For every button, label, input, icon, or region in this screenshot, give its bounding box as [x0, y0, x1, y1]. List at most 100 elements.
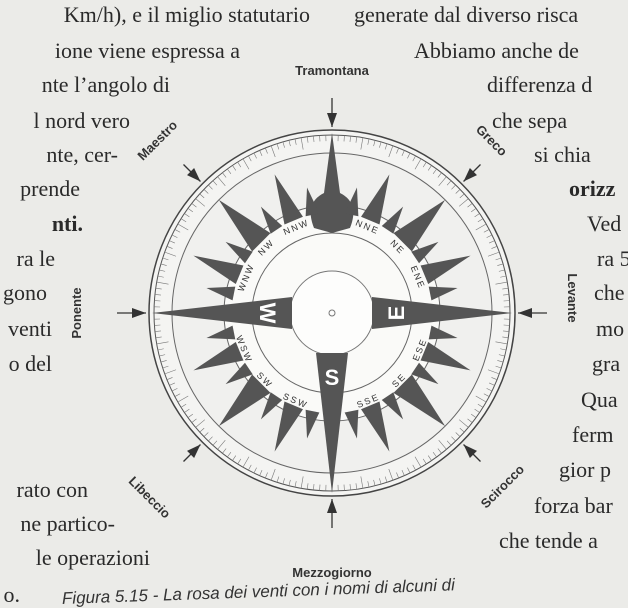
degree-tick	[477, 403, 484, 408]
degree-tick	[174, 393, 181, 397]
arrow-head-icon	[463, 444, 477, 458]
degree-tick	[502, 287, 509, 290]
degree-tick	[432, 168, 437, 175]
degree-tick	[474, 213, 480, 218]
text-line: nte, cer-	[46, 142, 118, 167]
compass-ray	[361, 401, 390, 452]
text-line: o.	[3, 582, 21, 607]
degree-tick	[475, 223, 487, 231]
compass-ray	[420, 255, 471, 284]
text-line: venti	[8, 316, 52, 341]
text-line: ione viene espressa a	[54, 38, 240, 63]
degree-tick	[384, 143, 388, 150]
degree-tick	[487, 369, 500, 375]
text-line: ra le	[16, 246, 55, 271]
degree-tick	[259, 150, 263, 156]
compass-ray	[274, 174, 303, 225]
degree-tick	[474, 408, 480, 413]
degree-tick	[288, 479, 291, 486]
degree-tick	[184, 213, 190, 218]
compass-ray	[152, 297, 292, 329]
degree-tick	[187, 413, 194, 418]
degree-tick	[388, 145, 394, 158]
wind-label-northwest: Maestro	[134, 117, 180, 163]
degree-tick	[360, 476, 364, 489]
degree-tick	[248, 155, 252, 162]
degree-tick	[306, 136, 309, 143]
degree-tick	[160, 360, 167, 363]
degree-tick	[203, 189, 209, 194]
degree-tick	[155, 287, 162, 290]
arrow-head-icon	[327, 499, 337, 513]
degree-tick	[164, 369, 177, 375]
degree-tick	[503, 330, 510, 332]
degree-tick	[184, 408, 190, 413]
degree-tick	[437, 448, 442, 454]
degree-tick	[300, 476, 304, 489]
degree-tick	[427, 165, 432, 171]
degree-tick	[446, 180, 452, 186]
compass-ray	[420, 342, 471, 371]
degree-tick	[313, 484, 315, 491]
arrow-head-icon	[187, 444, 201, 458]
degree-tick	[156, 341, 169, 345]
degree-tick	[282, 478, 285, 485]
text-line: forza bar	[534, 493, 613, 518]
degree-tick	[432, 451, 437, 458]
degree-tick	[169, 382, 175, 386]
compass-ray	[381, 206, 404, 234]
degree-tick	[253, 152, 257, 159]
degree-tick	[458, 419, 469, 428]
degree-tick	[422, 161, 427, 168]
degree-tick	[470, 413, 477, 418]
compass-ray	[344, 409, 359, 439]
degree-tick	[162, 365, 169, 369]
compass-ray	[411, 241, 439, 264]
text-line: si chia	[534, 142, 591, 167]
degree-tick	[160, 263, 167, 266]
degree-tick	[470, 208, 477, 213]
degree-tick	[242, 158, 250, 170]
degree-tick	[437, 172, 442, 178]
compass-ray	[393, 199, 446, 252]
compass-ray	[428, 325, 458, 340]
text-line: Abbiamo anche de	[414, 38, 579, 63]
text-line: gra	[592, 351, 621, 376]
degree-tick	[177, 395, 189, 403]
degree-tick	[157, 275, 164, 278]
text-line: Qua	[581, 387, 618, 412]
degree-tick	[379, 141, 382, 148]
degree-tick	[414, 158, 422, 170]
degree-tick	[379, 478, 382, 485]
degree-tick	[237, 161, 242, 168]
arrow-head-icon	[463, 168, 477, 182]
degree-tick	[438, 176, 447, 187]
degree-tick	[294, 138, 297, 145]
degree-tick	[270, 145, 276, 158]
degree-tick	[265, 147, 268, 154]
degree-tick	[475, 395, 487, 403]
text-line: nti.	[51, 211, 83, 236]
degree-tick	[294, 481, 297, 488]
text-line: nte l’angolo di	[41, 72, 170, 97]
degree-tick	[248, 464, 252, 471]
text-line: prende	[20, 176, 80, 201]
degree-tick	[288, 140, 291, 147]
degree-tick	[388, 468, 394, 481]
degree-tick	[500, 275, 507, 278]
text-line: orizz	[569, 176, 616, 201]
degree-tick	[486, 234, 493, 238]
compass-ray	[411, 362, 439, 385]
degree-tick	[253, 467, 257, 474]
degree-tick	[187, 208, 194, 213]
degree-tick	[195, 419, 206, 428]
degree-tick	[360, 137, 364, 150]
arrow-head-icon	[187, 168, 201, 182]
degree-tick	[242, 456, 250, 468]
degree-tick	[174, 229, 181, 233]
center-circle	[289, 270, 375, 356]
degree-tick	[487, 251, 500, 257]
degree-tick	[212, 440, 218, 446]
degree-tick	[282, 141, 285, 148]
